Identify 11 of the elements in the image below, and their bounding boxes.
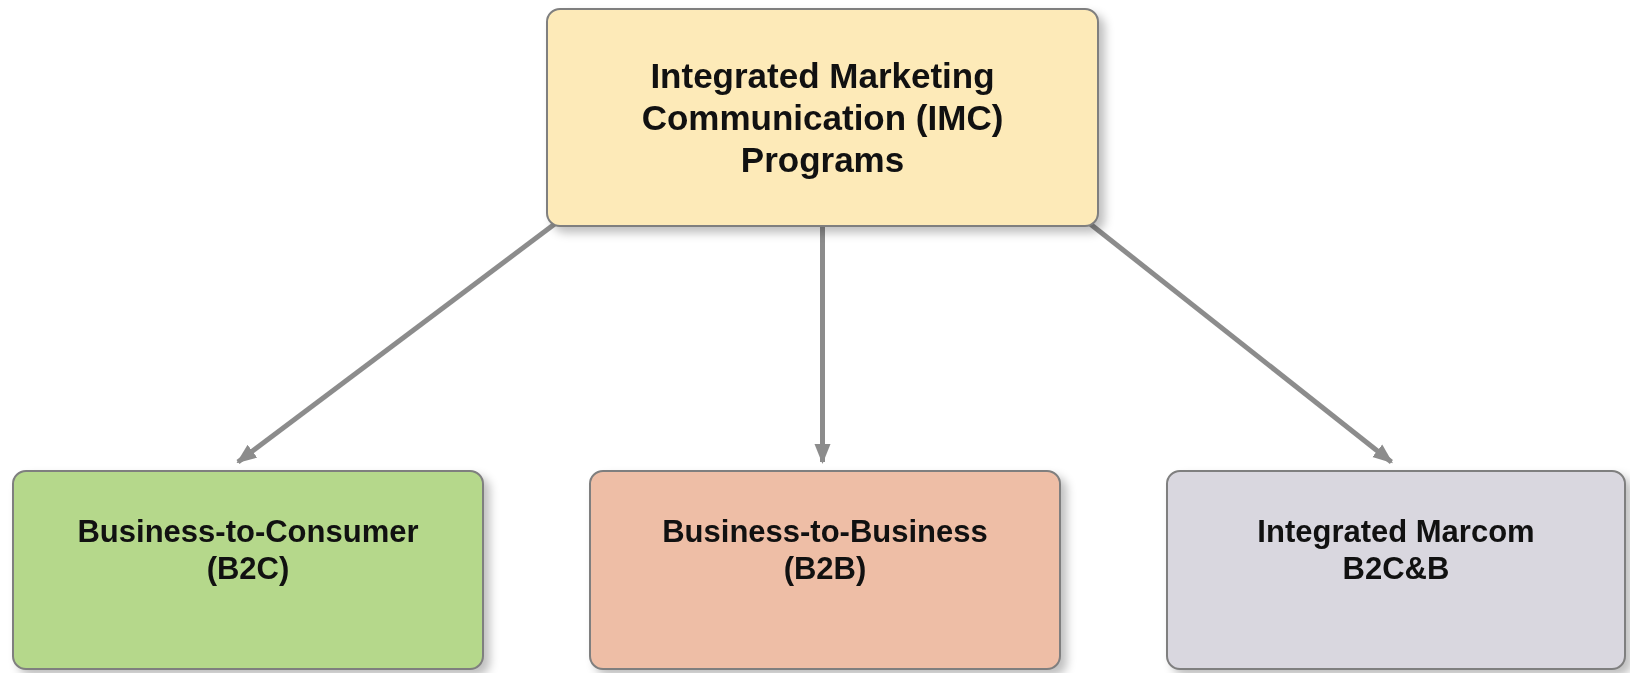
arrow: [814, 227, 831, 464]
node-label: Business-to-Consumer (B2C): [76, 512, 420, 588]
node-label: Integrated Marketing Communication (IMC) Programs: [640, 54, 1005, 181]
category-box: [1166, 470, 1626, 670]
arrow: [1087, 221, 1393, 464]
arrow: [236, 221, 558, 464]
node-label: Business-to-Business (B2B): [661, 512, 989, 588]
category-box: [589, 470, 1061, 670]
program-box: [546, 8, 1099, 227]
node-label: Integrated Marcom B2C&B: [1256, 512, 1536, 588]
category-box: [12, 470, 484, 670]
